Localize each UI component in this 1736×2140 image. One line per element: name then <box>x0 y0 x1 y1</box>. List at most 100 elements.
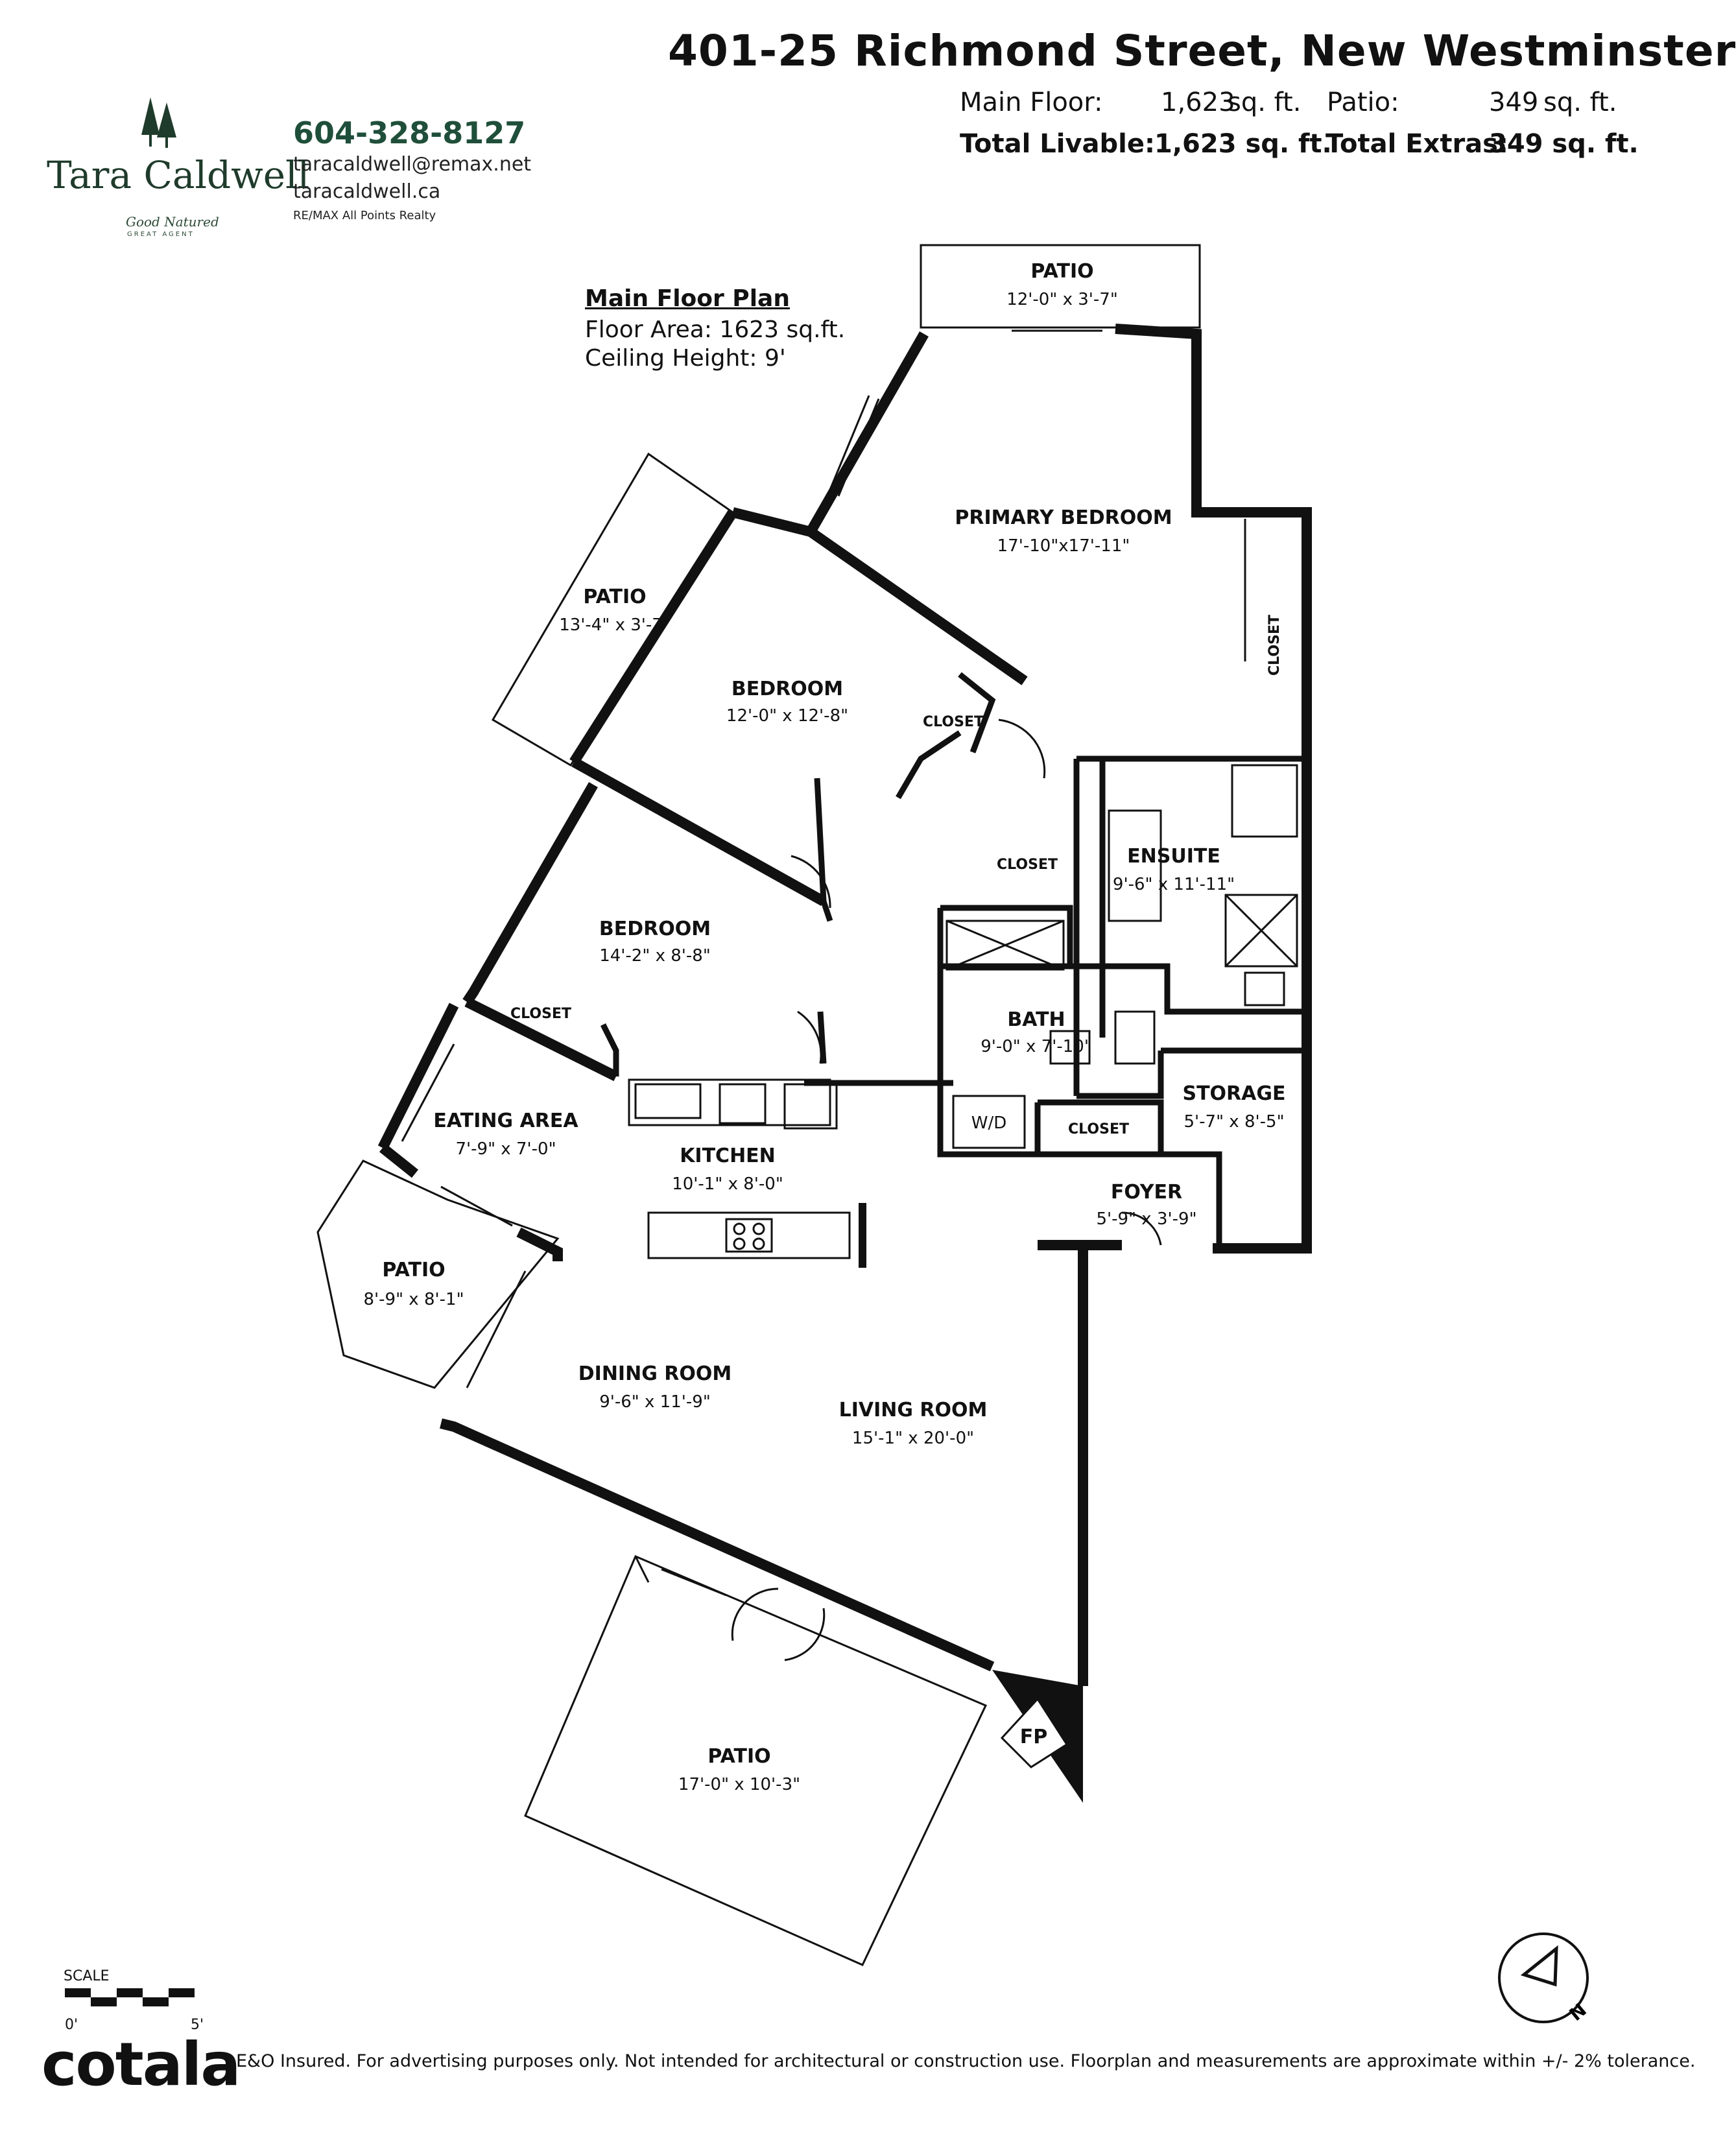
agent-tagline: Good Natured <box>126 214 219 230</box>
door-swing-bedroom1 <box>791 855 831 909</box>
patio-left-outline <box>491 452 735 767</box>
scale-segment <box>117 1988 143 1997</box>
plan-ceiling-height: Ceiling Height: 9' <box>585 345 786 372</box>
fireplace-box <box>1000 1697 1069 1768</box>
living-room-dim: 15'-1" x 20'-0" <box>852 1429 974 1448</box>
door-patio-left <box>628 583 692 675</box>
patio-value: 349 <box>1489 88 1539 117</box>
dining-room-dim: 9'-6" x 11'-9" <box>599 1392 711 1412</box>
pine-trees-logo-icon <box>141 97 176 148</box>
wall-b1-south <box>814 778 827 902</box>
window-dining <box>466 1270 527 1388</box>
wall-hall-closet <box>940 905 1073 966</box>
washer-dryer-label: W/D <box>971 1113 1007 1133</box>
hall-closet-label: CLOSET <box>997 857 1058 873</box>
ensuite-toilet-icon <box>1244 971 1285 1006</box>
kitchen-fridge-icon <box>783 1083 838 1130</box>
island-cooktop-icon <box>725 1218 773 1253</box>
patio-south-dim: 17'-0" x 10'-3" <box>678 1775 800 1794</box>
patio-south-name: PATIO <box>707 1745 770 1768</box>
main-floor-unit: sq. ft. <box>1228 88 1302 117</box>
ensuite-name: ENSUITE <box>1127 845 1220 868</box>
wall-b2-east <box>817 1011 827 1064</box>
bedroom-2-name: BEDROOM <box>599 918 711 940</box>
patio-top-outline <box>920 244 1201 329</box>
wall-b1-door <box>820 900 833 922</box>
kitchen-name: KITCHEN <box>680 1145 776 1167</box>
wall-bath-east <box>1076 1051 1164 1099</box>
window-living <box>661 1568 727 1597</box>
patio-left-dim: 13'-4" x 3'-7" <box>559 615 671 635</box>
window-bedroom2 <box>517 823 572 921</box>
primary-closet-label: CLOSET <box>1266 615 1283 676</box>
compass-ring <box>1498 1932 1589 2023</box>
bathtub-icon <box>1108 809 1162 922</box>
wall-bedroom-divider <box>571 757 826 906</box>
kitchen-sink-icon <box>634 1083 702 1119</box>
patio-top-dim: 12'-0" x 3'-7" <box>1006 290 1118 309</box>
patio-top-name: PATIO <box>1030 260 1093 283</box>
wall-b2-closet-side <box>600 1023 619 1076</box>
wall-closet-b2 <box>464 997 619 1082</box>
scale-segment <box>143 1997 169 2006</box>
patio-west-dim: 8'-9" x 8'-1" <box>363 1290 464 1309</box>
wall-dining-west-top <box>516 1227 563 1261</box>
window-primary-nw-2 <box>837 398 880 497</box>
wall-east-upper <box>1115 324 1312 1051</box>
bedroom-2-dim: 14'-2" x 8'-8" <box>599 946 711 966</box>
cotala-logo: cotala <box>42 2030 241 2099</box>
wall-ensuite-inner <box>1076 755 1106 1038</box>
patio-outlines <box>316 244 1201 1966</box>
ensuite-dim: 9'-6" x 11'-11" <box>1113 875 1235 894</box>
property-address: 401-25 Richmond Street, New Westminster <box>668 26 1736 76</box>
storage-name: STORAGE <box>1182 1082 1285 1105</box>
compass-icon: N <box>1498 1932 1591 2025</box>
burner-icon <box>752 1237 765 1250</box>
total-extras-label: Total Extras: <box>1326 129 1508 159</box>
eating-area-dim: 7'-9" x 7'-0" <box>455 1139 556 1159</box>
wall-storage-east <box>1213 1051 1312 1254</box>
bath-fixtures <box>945 764 1298 1149</box>
door-swing-bedroom2 <box>797 1010 822 1064</box>
wall-nw-primary <box>806 331 929 534</box>
agent-email[interactable]: taracaldwell@remax.net <box>293 153 532 176</box>
shower-icon <box>945 920 1065 971</box>
foyer-dim: 5'-9" x 3'-9" <box>1096 1209 1196 1229</box>
wall-b1-closet2 <box>958 672 996 754</box>
agent-name: Tara Caldwell <box>47 153 310 197</box>
total-extras-value: 349 sq. ft. <box>1489 129 1639 159</box>
interior-walls <box>600 672 1307 1248</box>
agent-brokerage: RE/MAX All Points Realty <box>293 209 436 222</box>
door-swing-entry <box>1121 1211 1162 1246</box>
kitchen-cooktop-icon <box>719 1083 767 1124</box>
scale-segment <box>169 1988 195 1997</box>
ensuite-shower-diag-2 <box>1224 894 1298 968</box>
patio-west-name: PATIO <box>382 1259 445 1281</box>
patio-left-name: PATIO <box>583 586 646 608</box>
main-floor-label: Main Floor: <box>960 88 1103 117</box>
scale-segment <box>65 1988 91 1997</box>
patio-label: Patio: <box>1327 88 1399 117</box>
area-row-totals: Total Livable: 1,623 sq. ft. Total Extra… <box>960 129 1639 171</box>
kitchen-counter-top <box>628 1078 831 1126</box>
agent-phone[interactable]: 604-328-8127 <box>293 115 526 150</box>
total-livable-label: Total Livable: <box>960 129 1155 159</box>
scale-start: 0' <box>65 2017 78 2033</box>
wall-ensuite-west <box>1073 759 1307 1015</box>
plan-floor-area: Floor Area: 1623 sq.ft. <box>585 316 846 343</box>
wall-bedroom-top <box>731 507 1028 685</box>
kitchen-island <box>647 1211 851 1259</box>
total-livable-value: 1,623 sq. ft. <box>1154 129 1332 159</box>
bedroom-2-closet-label: CLOSET <box>510 1006 571 1022</box>
bath-dim: 9'-0" x 7'-10" <box>981 1037 1092 1056</box>
agent-website[interactable]: taracaldwell.ca <box>293 180 441 203</box>
washer-dryer-box <box>952 1095 1026 1149</box>
floor-plan: PATIO 12'-0" x 3'-7" PRIMARY BEDROOM 17'… <box>65 244 1591 2025</box>
fireplace-label: FP <box>1020 1726 1047 1748</box>
bedroom-1-name: BEDROOM <box>731 678 843 700</box>
wall-b1-closet <box>896 730 962 800</box>
wall-eating-sw <box>379 1143 418 1178</box>
window-dining-south <box>453 1425 513 1454</box>
area-row-main: Main Floor: 1,623 sq. ft. Patio: 349 sq.… <box>960 88 1621 129</box>
scale-label: SCALE <box>64 1968 110 1984</box>
